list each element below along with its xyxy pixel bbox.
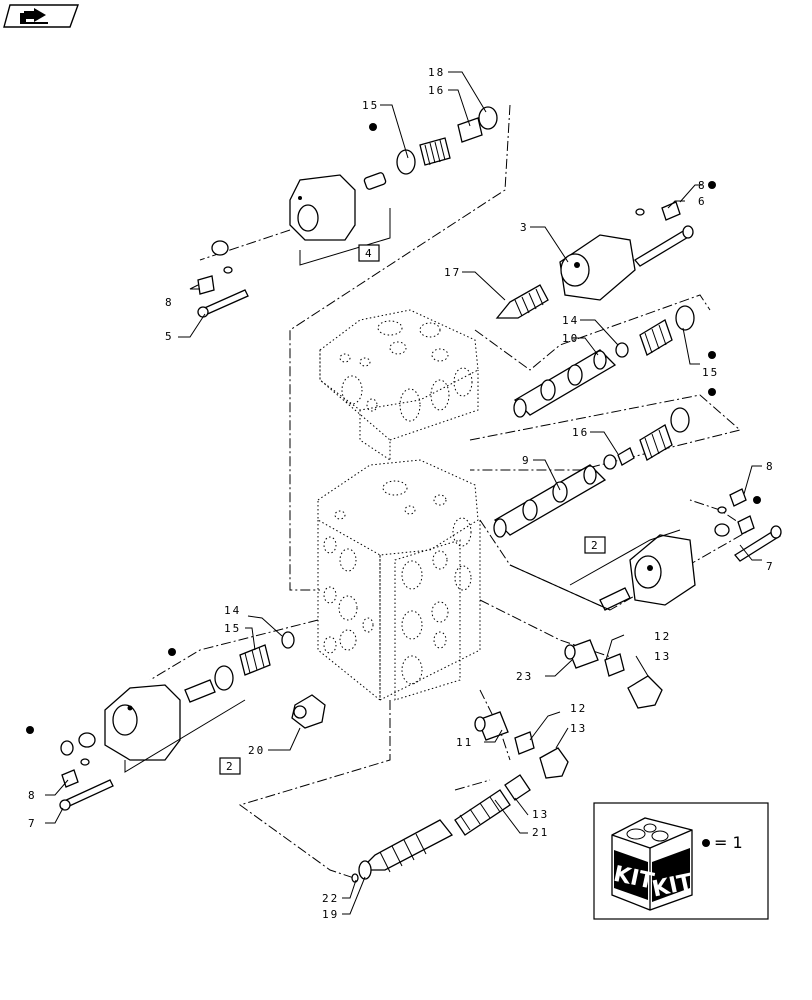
callout-12-lower: 12 bbox=[570, 702, 587, 715]
callout-15-top: 15 bbox=[362, 99, 379, 112]
kit-box-icon: KIT KIT bbox=[611, 817, 695, 911]
callout-box-4[interactable]: 4 bbox=[358, 244, 380, 262]
callout-17: 17 bbox=[444, 266, 461, 279]
spring-top bbox=[419, 137, 451, 166]
label-leaders bbox=[45, 71, 762, 915]
callout-9: 9 bbox=[522, 454, 531, 467]
callout-16-top: 16 bbox=[428, 84, 445, 97]
spool-assembly-19 bbox=[351, 774, 531, 883]
callout-11: 11 bbox=[456, 736, 473, 749]
callout-box-2-left[interactable]: 2 bbox=[219, 757, 241, 775]
callout-20: 20 bbox=[248, 744, 265, 757]
callout-box-2-right[interactable]: 2 bbox=[584, 536, 606, 554]
svg-text:2: 2 bbox=[226, 760, 233, 773]
callout-5: 5 bbox=[165, 330, 174, 343]
callout-13-upper: 13 bbox=[654, 650, 671, 663]
callout-21: 21 bbox=[532, 826, 549, 839]
right-end-cap-assembly bbox=[509, 488, 782, 611]
spring-15-upper bbox=[639, 319, 673, 356]
callout-13-lower: 13 bbox=[532, 808, 549, 821]
kit-legend: KIT KIT = 1 bbox=[593, 802, 769, 920]
svg-text:2: 2 bbox=[591, 539, 598, 552]
callout-15-right: 15 bbox=[702, 366, 719, 379]
left-end-cap-assembly bbox=[26, 631, 295, 811]
callout-8-top-right: 8 bbox=[698, 179, 707, 192]
callout-13-middle: 13 bbox=[570, 722, 587, 735]
spool-9 bbox=[493, 388, 716, 538]
nav-arrow-button[interactable] bbox=[3, 4, 79, 28]
arrow-icon bbox=[20, 8, 48, 24]
spring-15-lower bbox=[239, 644, 271, 676]
end-cap-3 bbox=[559, 181, 716, 301]
callout-14-lower: 14 bbox=[224, 604, 241, 617]
kit-bullet-icon bbox=[702, 839, 710, 847]
kit-equals-label: = 1 bbox=[714, 833, 743, 852]
callout-7-left: 7 bbox=[28, 817, 37, 830]
spring-15-middle bbox=[639, 424, 673, 461]
callout-15-lower: 15 bbox=[224, 622, 241, 635]
callout-14-upper: 14 bbox=[562, 314, 579, 327]
callout-8-top-left: 8 bbox=[165, 296, 174, 309]
callout-23: 23 bbox=[516, 670, 533, 683]
callout-19: 19 bbox=[322, 908, 339, 921]
callout-8-left: 8 bbox=[28, 789, 37, 802]
part-callouts: 18 16 15 8 6 3 17 8 5 14 10 15 16 9 8 7 … bbox=[28, 66, 775, 921]
callout-8-right: 8 bbox=[766, 460, 775, 473]
callout-16-middle: 16 bbox=[572, 426, 589, 439]
upper-valve-block bbox=[319, 309, 479, 461]
callout-22: 22 bbox=[322, 892, 339, 905]
callout-6: 6 bbox=[698, 195, 707, 208]
callout-12-upper: 12 bbox=[654, 630, 671, 643]
top-end-cap-assembly bbox=[197, 106, 498, 318]
callout-3: 3 bbox=[520, 221, 529, 234]
callout-10: 10 bbox=[562, 332, 579, 345]
spring-17 bbox=[495, 284, 549, 319]
relief-valve-11 bbox=[474, 711, 569, 779]
callout-18: 18 bbox=[428, 66, 445, 79]
plug-20 bbox=[291, 694, 326, 729]
relief-valve-23 bbox=[564, 639, 663, 709]
lower-valve-block bbox=[317, 459, 481, 702]
callout-7-right: 7 bbox=[766, 560, 775, 573]
spool-10 bbox=[513, 305, 716, 418]
svg-text:4: 4 bbox=[365, 247, 372, 260]
